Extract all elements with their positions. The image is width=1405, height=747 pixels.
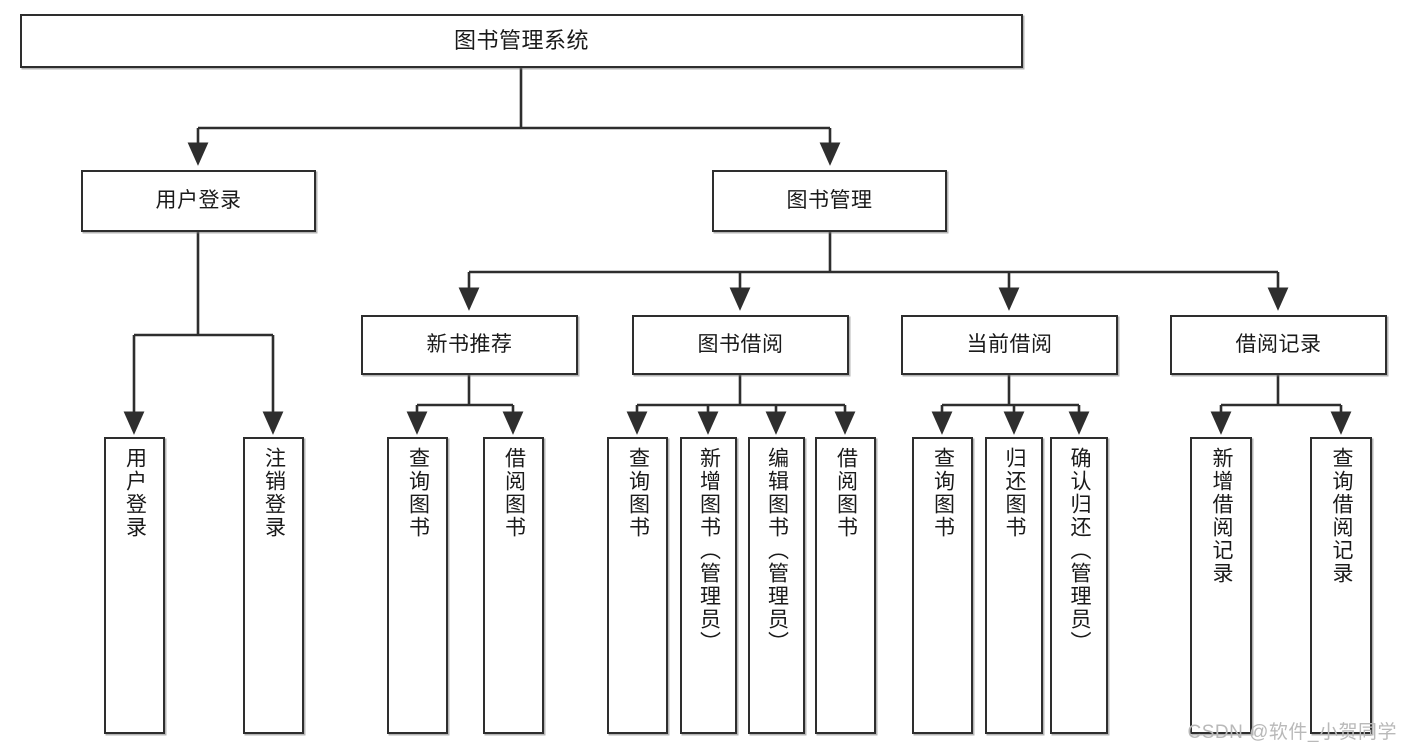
node-leaf-query-book-current[interactable]: 查询图书 (912, 437, 973, 734)
node-label: 用户登录 (123, 447, 147, 539)
node-label: 借阅图书 (502, 447, 526, 539)
node-label: 新书推荐 (426, 332, 513, 356)
node-label: 借阅图书 (834, 447, 858, 539)
node-root-book-management-system[interactable]: 图书管理系统 (20, 14, 1023, 68)
node-label: 新增图书（管理员） (697, 447, 721, 654)
node-leaf-borrow-book-borrow[interactable]: 借阅图书 (815, 437, 876, 734)
node-leaf-return-book[interactable]: 归还图书 (985, 437, 1043, 734)
node-label: 编辑图书（管理员） (765, 447, 789, 654)
node-leaf-user-logout[interactable]: 注销登录 (243, 437, 304, 734)
node-label: 归还图书 (1003, 447, 1027, 539)
node-leaf-edit-book-admin[interactable]: 编辑图书（管理员） (748, 437, 805, 734)
node-leaf-confirm-return-admin[interactable]: 确认归还（管理员） (1050, 437, 1108, 734)
watermark: CSDN @软件_小贺同学 (1187, 722, 1397, 743)
node-borrow-record[interactable]: 借阅记录 (1170, 315, 1387, 375)
node-book-borrow[interactable]: 图书借阅 (632, 315, 849, 375)
node-label: 注销登录 (262, 447, 286, 539)
node-current-borrow[interactable]: 当前借阅 (901, 315, 1118, 375)
node-label: 查询图书 (626, 447, 650, 539)
node-leaf-borrow-book-recommend[interactable]: 借阅图书 (483, 437, 544, 734)
node-leaf-add-book-admin[interactable]: 新增图书（管理员） (680, 437, 737, 734)
node-label: 当前借阅 (966, 332, 1053, 356)
node-label: 图书借阅 (697, 332, 784, 356)
node-label: 查询借阅记录 (1330, 447, 1354, 585)
node-label: 确认归还（管理员） (1068, 447, 1092, 654)
node-user-login[interactable]: 用户登录 (81, 170, 316, 232)
node-label: 用户登录 (155, 188, 242, 212)
node-leaf-query-book-borrow[interactable]: 查询图书 (607, 437, 668, 734)
node-label: 图书管理系统 (453, 28, 589, 54)
node-label: 图书管理 (786, 188, 873, 212)
node-label: 查询图书 (931, 447, 955, 539)
node-new-book-recommend[interactable]: 新书推荐 (361, 315, 578, 375)
node-leaf-query-borrow-record[interactable]: 查询借阅记录 (1310, 437, 1372, 734)
node-book-manage[interactable]: 图书管理 (712, 170, 947, 232)
node-label: 查询图书 (406, 447, 430, 539)
node-label: 借阅记录 (1235, 332, 1322, 356)
node-leaf-add-borrow-record[interactable]: 新增借阅记录 (1190, 437, 1252, 734)
node-leaf-query-book-recommend[interactable]: 查询图书 (387, 437, 448, 734)
node-leaf-user-login[interactable]: 用户登录 (104, 437, 165, 734)
node-label: 新增借阅记录 (1210, 447, 1234, 585)
